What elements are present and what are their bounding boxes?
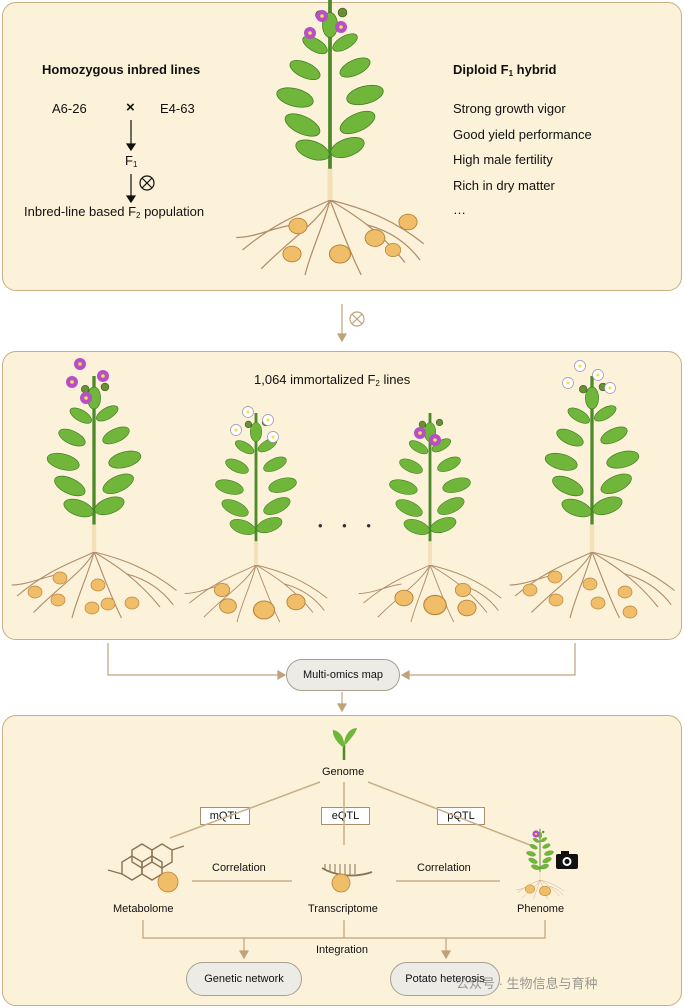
population-title: 1,064 immortalized F2 lines	[254, 372, 411, 388]
sprout-icon	[332, 728, 357, 760]
eqtl-box: eQTL	[321, 807, 370, 825]
cross-symbol: ×	[126, 99, 135, 116]
selfing-symbol-top	[139, 175, 155, 191]
inbred-heading: Homozygous inbred lines	[42, 62, 201, 77]
hybrid-plant-illustration	[234, 0, 426, 277]
trait-1: Strong growth vigor	[453, 101, 566, 116]
mqtl-box: mQTL	[200, 807, 250, 825]
more-lines-ellipsis: • • •	[318, 518, 379, 533]
f2-line-plant-3	[357, 411, 503, 624]
trait-5: …	[453, 202, 466, 217]
metabolome-icon	[107, 843, 185, 893]
multi-omics-map: Multi-omics map	[286, 659, 400, 691]
correlation-left: Correlation	[212, 862, 266, 874]
f2-line-plant-2	[183, 406, 329, 624]
integration-connectors	[142, 920, 546, 960]
correlation-right: Correlation	[417, 862, 471, 874]
transcriptome-label: Transcriptome	[308, 903, 378, 915]
selfing-arrow-middle	[336, 304, 348, 343]
trait-3: High male fertility	[453, 152, 553, 167]
f2-line-plant-1	[9, 358, 179, 620]
middle-panel	[2, 351, 682, 640]
hybrid-heading: Diploid F1 hybrid	[453, 62, 557, 78]
transcriptome-icon	[321, 864, 373, 893]
omics-connectors	[107, 643, 576, 713]
genetic-network: Genetic network	[186, 962, 302, 996]
parent-b: E4-63	[160, 101, 195, 116]
f1-label: F1	[125, 153, 138, 169]
watermark: 公众号 · 生物信息与育种	[456, 976, 598, 991]
trait-2: Good yield performance	[453, 127, 592, 142]
cross-arrows	[125, 120, 137, 204]
metabolome-label: Metabolome	[113, 903, 174, 915]
phenome-label: Phenome	[517, 903, 565, 915]
integration-label: Integration	[316, 944, 368, 956]
qtl-lines	[169, 781, 531, 882]
camera-icon	[556, 851, 578, 869]
potato-heterosis: Potato heterosis	[390, 962, 500, 996]
trait-4: Rich in dry matter	[453, 178, 555, 193]
pqtl-box: pQTL	[437, 807, 485, 825]
parent-a: A6-26	[52, 101, 87, 116]
selfing-symbol-middle	[349, 311, 365, 327]
f2-line-plant-4	[507, 360, 677, 620]
genome-label: Genome	[322, 766, 365, 778]
population-label: Inbred-line based F2 population	[24, 204, 205, 220]
